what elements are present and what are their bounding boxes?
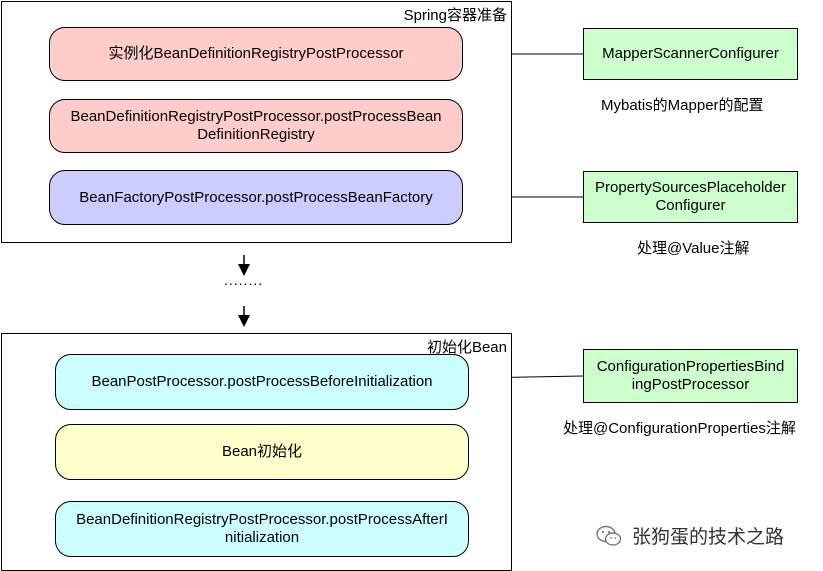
node-instantiate-label: 实例化BeanDefinitionRegistryPostProcessor <box>108 45 404 62</box>
node-bean-initialization: Bean初始化 <box>55 424 469 480</box>
node-post-process-bean-factory: BeanFactoryPostProcessor.postProcessBean… <box>49 170 463 225</box>
node-before-initialization: BeanPostProcessor.postProcessBeforeIniti… <box>55 354 469 410</box>
node-bean-init-label: Bean初始化 <box>221 443 303 460</box>
external-config-label-line2: ingPostProcessor <box>631 376 750 393</box>
note-config: 处理@ConfigurationProperties注解 <box>563 420 796 437</box>
watermark-text: 张狗蛋的技术之路 <box>632 527 785 548</box>
node-after-init-label-line2: nitialization <box>224 529 300 546</box>
node-registry-label-line1: BeanDefinitionRegistryPostProcessor.post… <box>70 108 442 125</box>
external-mapper-scanner: MapperScannerConfigurer <box>583 28 798 80</box>
external-configuration-properties: ConfigurationPropertiesBind ingPostProce… <box>583 349 798 403</box>
node-instantiate-registry-processor: 实例化BeanDefinitionRegistryPostProcessor <box>49 27 463 81</box>
node-bean-factory-label: BeanFactoryPostProcessor.postProcessBean… <box>79 188 433 206</box>
group-title-spring: Spring容器准备 <box>403 7 507 24</box>
watermark: 张狗蛋的技术之路 <box>596 522 784 549</box>
external-property-label-line2: Configurer <box>655 197 726 214</box>
group-title-init: 初始化Bean <box>426 339 507 356</box>
node-post-process-registry: BeanDefinitionRegistryPostProcessor.post… <box>49 99 463 153</box>
note-property: 处理@Value注解 <box>637 240 750 257</box>
wechat-icon <box>596 525 622 546</box>
node-registry-label-line2: DefinitionRegistry <box>197 126 315 143</box>
external-property-sources: PropertySourcesPlaceholder Configurer <box>583 171 798 223</box>
external-config-label-line1: ConfigurationPropertiesBind <box>596 358 785 375</box>
external-mapper-label: MapperScannerConfigurer <box>602 45 779 62</box>
node-before-init-label: BeanPostProcessor.postProcessBeforeIniti… <box>91 373 433 390</box>
external-property-label-line1: PropertySourcesPlaceholder <box>595 179 786 196</box>
node-after-init-label-line1: BeanDefinitionRegistryPostProcessor.post… <box>76 511 448 528</box>
ellipsis-text: ........ <box>224 272 264 288</box>
node-after-initialization: BeanDefinitionRegistryPostProcessor.post… <box>55 501 469 557</box>
note-mapper: Mybatis的Mapper的配置 <box>601 97 764 114</box>
